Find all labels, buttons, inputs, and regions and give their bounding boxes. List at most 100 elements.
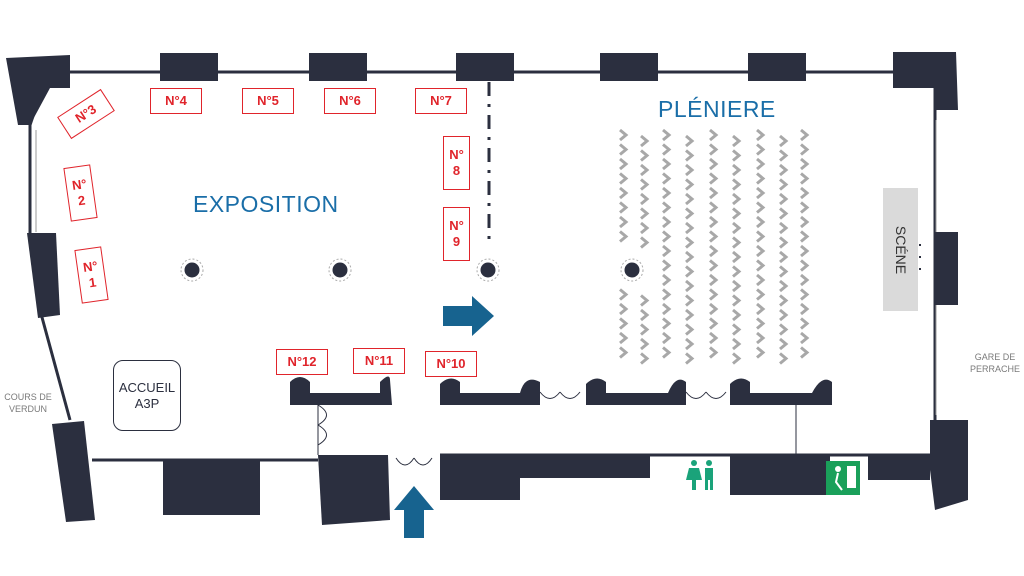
seat-chevron <box>619 186 629 200</box>
seat-chevron <box>685 279 695 293</box>
seat-chevron <box>800 201 810 214</box>
seat-chevron <box>756 230 766 243</box>
seat-chevron <box>756 346 766 359</box>
street-left-line2: VERDUN <box>8 404 47 414</box>
seat-chevron <box>800 288 810 301</box>
booth-10[interactable]: N°10 <box>425 351 477 377</box>
plenary-seating <box>619 128 810 365</box>
seat-chevron <box>685 352 695 365</box>
seat-chevron <box>800 215 810 229</box>
seat-chevron <box>685 178 695 191</box>
street-right: GARE DE PERRACHE <box>966 351 1024 375</box>
seat-chevron <box>756 302 766 316</box>
booth-5[interactable]: N°5 <box>242 88 294 114</box>
reception-label-line2: A3P <box>134 395 160 411</box>
seat-chevron <box>685 265 695 278</box>
seat-chevron <box>756 186 766 200</box>
seat-chevron <box>662 244 672 258</box>
seat-chevron <box>779 149 789 162</box>
seat-chevron <box>779 192 789 206</box>
seat-chevron <box>662 331 672 345</box>
seat-chevron <box>732 308 742 322</box>
seat-chevron <box>640 294 650 307</box>
seat-chevron <box>640 192 650 206</box>
seat-chevron <box>640 352 650 365</box>
seat-chevron <box>800 230 810 243</box>
seat-chevron <box>732 279 742 293</box>
seat-chevron <box>619 157 629 171</box>
seat-chevron <box>732 294 742 307</box>
seat-chevron <box>756 143 766 156</box>
booth-9[interactable]: N° 9 <box>443 207 470 261</box>
wall-pillars <box>6 52 968 525</box>
seat-chevron <box>756 331 766 345</box>
seat-chevron <box>732 163 742 177</box>
emergency-exit-icon <box>826 461 860 495</box>
seat-chevron <box>662 273 672 287</box>
seat-chevron <box>732 178 742 191</box>
seat-chevron <box>756 201 766 214</box>
seat-chevron <box>662 128 672 142</box>
seat-chevron <box>640 236 650 249</box>
seat-chevron <box>619 172 629 185</box>
seat-chevron <box>662 215 672 229</box>
stage-label: SCÉNE <box>892 225 909 274</box>
reception-label-line1: ACCUEIL <box>118 379 176 395</box>
seat-chevron <box>619 317 629 330</box>
seat-chevron <box>619 346 629 359</box>
booth-4[interactable]: N°4 <box>150 88 202 114</box>
seat-chevron <box>732 192 742 206</box>
seat-chevron <box>685 250 695 264</box>
seat-chevron <box>619 143 629 156</box>
booth-8[interactable]: N° 8 <box>443 136 470 190</box>
seat-chevron <box>709 317 719 330</box>
restroom-icon <box>686 460 713 490</box>
seat-chevron <box>800 244 810 258</box>
seat-chevron <box>619 128 629 142</box>
door-swings <box>317 391 797 466</box>
street-left: COURS DE VERDUN <box>0 391 56 415</box>
seat-chevron <box>640 178 650 191</box>
seat-chevron <box>619 302 629 316</box>
booth-12[interactable]: N°12 <box>276 349 328 375</box>
seat-chevron <box>800 302 810 316</box>
booth-7[interactable]: N°7 <box>415 88 467 114</box>
seat-chevron <box>800 273 810 287</box>
seat-chevron <box>732 207 742 220</box>
booth-11[interactable]: N°11 <box>353 348 405 374</box>
seat-chevron <box>732 337 742 351</box>
seat-chevron <box>756 317 766 330</box>
seat-chevron <box>685 134 695 148</box>
seat-chevron <box>662 259 672 272</box>
seat-chevron <box>709 128 719 142</box>
seat-chevron <box>640 323 650 336</box>
seat-chevron <box>709 273 719 287</box>
seat-chevron <box>685 236 695 249</box>
reception-desk: ACCUEIL A3P <box>113 360 181 431</box>
seat-chevron <box>619 288 629 301</box>
seat-chevron <box>640 163 650 177</box>
seat-chevron <box>756 172 766 185</box>
seat-chevron <box>709 244 719 258</box>
seat-chevron <box>779 337 789 351</box>
seat-chevron <box>662 288 672 301</box>
seat-chevron <box>800 346 810 359</box>
seat-chevron <box>779 294 789 307</box>
seat-chevron <box>685 192 695 206</box>
seat-chevron <box>685 149 695 162</box>
seat-chevron <box>779 134 789 148</box>
seat-chevron <box>756 215 766 229</box>
seat-chevron <box>662 302 672 316</box>
booth-6[interactable]: N°6 <box>324 88 376 114</box>
seat-chevron <box>709 259 719 272</box>
seat-chevron <box>732 323 742 336</box>
seat-chevron <box>800 128 810 142</box>
exposition-label: EXPOSITION <box>193 191 339 217</box>
seat-chevron <box>732 265 742 278</box>
seat-chevron <box>685 294 695 307</box>
seat-chevron <box>756 157 766 171</box>
seat-chevron <box>709 302 719 316</box>
seat-chevron <box>779 250 789 264</box>
seat-chevron <box>800 172 810 185</box>
